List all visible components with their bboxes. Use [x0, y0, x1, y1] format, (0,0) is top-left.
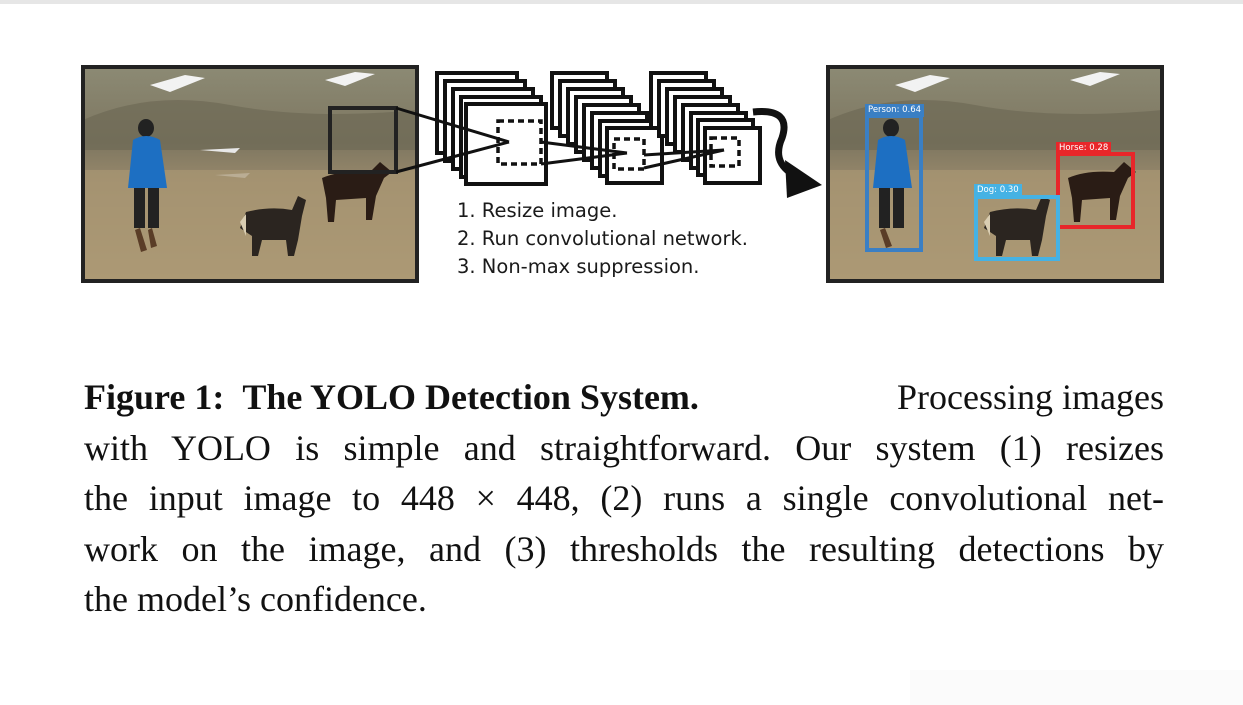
page-top-border	[0, 0, 1243, 4]
step-resize: 1. Resize image.	[457, 199, 618, 222]
output-photo	[826, 65, 1164, 283]
yolo-figure: Person: 0.64 Horse: 0.28 Dog: 0.30 1. Re…	[0, 0, 1243, 300]
horse-figure	[322, 162, 392, 222]
caption-line-3: the input image to 448 × 448, (2) runs a…	[84, 478, 1164, 518]
person-figure	[128, 119, 167, 252]
projection-lines	[395, 106, 725, 174]
caption-title: The YOLO Detection System.	[242, 377, 699, 417]
person-detection-label: Person: 0.64	[865, 104, 925, 117]
caption-line-2: with YOLO is simple and straightforward.…	[84, 427, 1164, 468]
caption-label: Figure 1:	[84, 377, 225, 417]
step-nms: 3. Non-max suppression.	[457, 255, 700, 278]
horse-figure-output	[1068, 162, 1136, 222]
pipeline-steps: 1. Resize image. 2. Run convolutional ne…	[457, 197, 797, 281]
dog-detection-label: Dog: 0.30	[974, 184, 1022, 197]
dog-figure-output	[984, 196, 1050, 256]
figure-caption: Figure 1: The YOLO Detection System. Pro…	[84, 372, 1164, 625]
caption-line-4: work on the image, and (3) thresholds th…	[84, 528, 1164, 569]
horse-detection-label: Horse: 0.28	[1056, 142, 1112, 155]
page-corner-shade	[910, 670, 1243, 705]
output-arrow	[752, 108, 822, 198]
dog-detection-box	[974, 195, 1060, 261]
convolutional-network-diagram	[435, 71, 762, 186]
caption-line-1: Figure 1: The YOLO Detection System. Pro…	[84, 372, 1164, 423]
step-run-network: 2. Run convolutional network.	[457, 227, 748, 250]
caption-line-1-rest: Processing images	[897, 377, 1164, 417]
caption-line-5: the model’s confidence.	[84, 579, 427, 619]
dog-figure	[240, 196, 306, 256]
input-photo	[81, 65, 419, 283]
figure-illustration	[81, 65, 1164, 283]
person-figure-output	[873, 119, 912, 248]
